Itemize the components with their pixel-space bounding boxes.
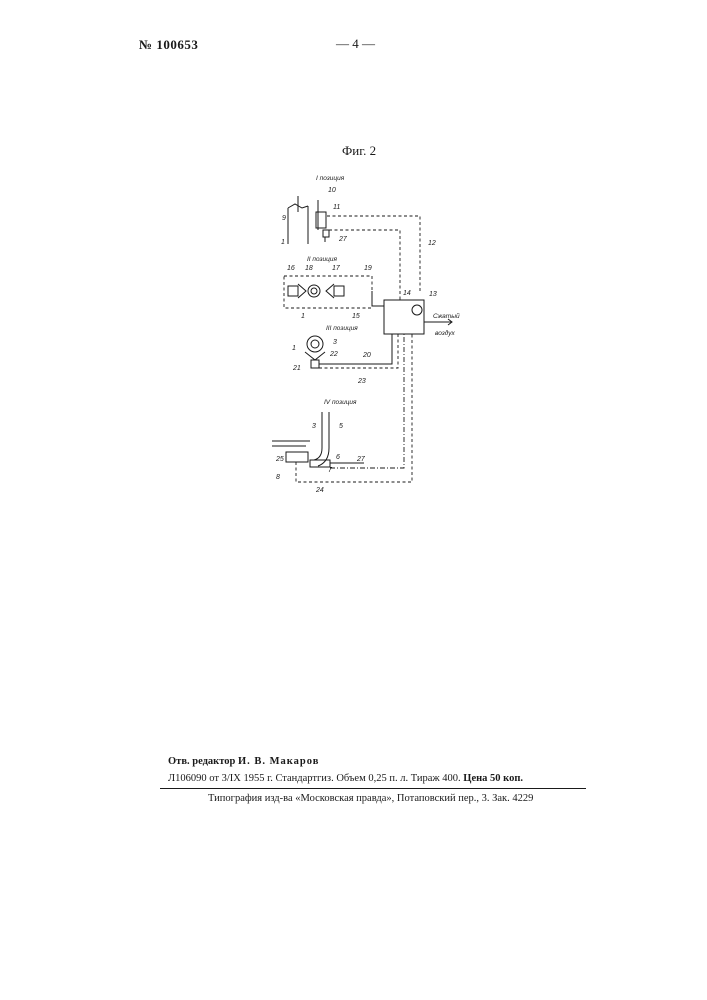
callout-3-first: 3	[333, 339, 337, 346]
callout-15: 15	[352, 313, 360, 320]
editor-label: Отв. редактор	[168, 756, 235, 767]
callout-19: 19	[364, 265, 372, 272]
callout-16: 16	[287, 265, 295, 272]
callout-14: 14	[403, 290, 411, 297]
cylinder-21	[311, 360, 319, 368]
callout-1-first: 1	[281, 239, 285, 246]
workpiece-ring-inner	[311, 288, 317, 294]
callout-12: 12	[428, 240, 436, 247]
callout-10: 10	[328, 187, 336, 194]
air-label-line2: воздух	[435, 329, 456, 337]
callout-8: 8	[276, 474, 280, 481]
position-3-label: III позиция	[326, 325, 358, 332]
callout-1-third: 1	[292, 345, 296, 352]
callout-27-top: 27	[338, 236, 348, 243]
callout-27-bottom: 27	[356, 456, 366, 463]
pusher-7	[310, 460, 330, 467]
position-4-assembly: IV позиция 3 5 25 6 7 8 24	[272, 399, 364, 494]
callout-11: 11	[333, 204, 340, 211]
guide-3	[314, 412, 322, 460]
callout-22: 22	[329, 351, 338, 358]
control-block-14: 14 13 Сжатый воздух	[384, 290, 460, 337]
position-1-label: I позиция	[316, 175, 345, 182]
ring-3	[307, 336, 323, 352]
callout-24: 24	[315, 487, 324, 494]
printing-house-line: Типография изд-ва «Московская правда», П…	[208, 793, 533, 804]
footer-divider	[160, 788, 586, 789]
callout-23: 23	[357, 378, 366, 385]
conveyor-25	[272, 441, 310, 446]
clamp-16-jaw	[298, 284, 306, 298]
position-2-assembly: II позиция 16 18 17 19 1 15	[284, 256, 372, 320]
callout-25: 25	[275, 456, 284, 463]
publication-line: Л106090 от 3/IX 1955 г. Стандартгиз. Объ…	[168, 773, 523, 784]
position-2-frame	[284, 276, 372, 308]
guide-5	[318, 412, 329, 466]
callout-1-second: 1	[301, 313, 305, 320]
price: Цена 50 коп.	[463, 773, 523, 784]
callout-13: 13	[429, 291, 437, 298]
editor-name: И. В. Макаров	[238, 756, 319, 767]
callout-3-second: 3	[312, 423, 316, 430]
line-12	[327, 216, 420, 292]
air-label-line1: Сжатый	[433, 312, 460, 320]
position-4-label: IV позиция	[324, 399, 357, 406]
clamp-17-jaw	[326, 284, 334, 298]
callout-21: 21	[292, 365, 301, 372]
callout-9: 9	[282, 215, 286, 222]
callout-17: 17	[332, 265, 341, 272]
support-22	[305, 352, 325, 360]
cylinder-8	[286, 452, 308, 462]
line-20	[319, 334, 392, 364]
editor-line: Отв. редактор И. В. Макаров	[168, 756, 319, 767]
position-1-assembly: I позиция 10 11 9 1 27	[281, 175, 348, 246]
callout-18: 18	[305, 265, 313, 272]
publication-details: Л106090 от 3/IX 1955 г. Стандартгиз. Объ…	[168, 773, 461, 784]
line-19	[372, 291, 384, 306]
callout-5: 5	[339, 423, 343, 430]
valve-27-top	[323, 230, 329, 237]
callout-20: 20	[362, 352, 371, 359]
callout-6: 6	[336, 454, 340, 461]
workpiece-ring	[308, 285, 320, 297]
position-2-label: II позиция	[307, 256, 338, 263]
position-3-assembly: III позиция 3 1 22 21	[292, 325, 358, 372]
ring-3-inner	[311, 340, 319, 348]
clamp-16-body	[288, 286, 298, 296]
clamp-17-body	[334, 286, 344, 296]
pressure-gauge-13	[412, 305, 422, 315]
